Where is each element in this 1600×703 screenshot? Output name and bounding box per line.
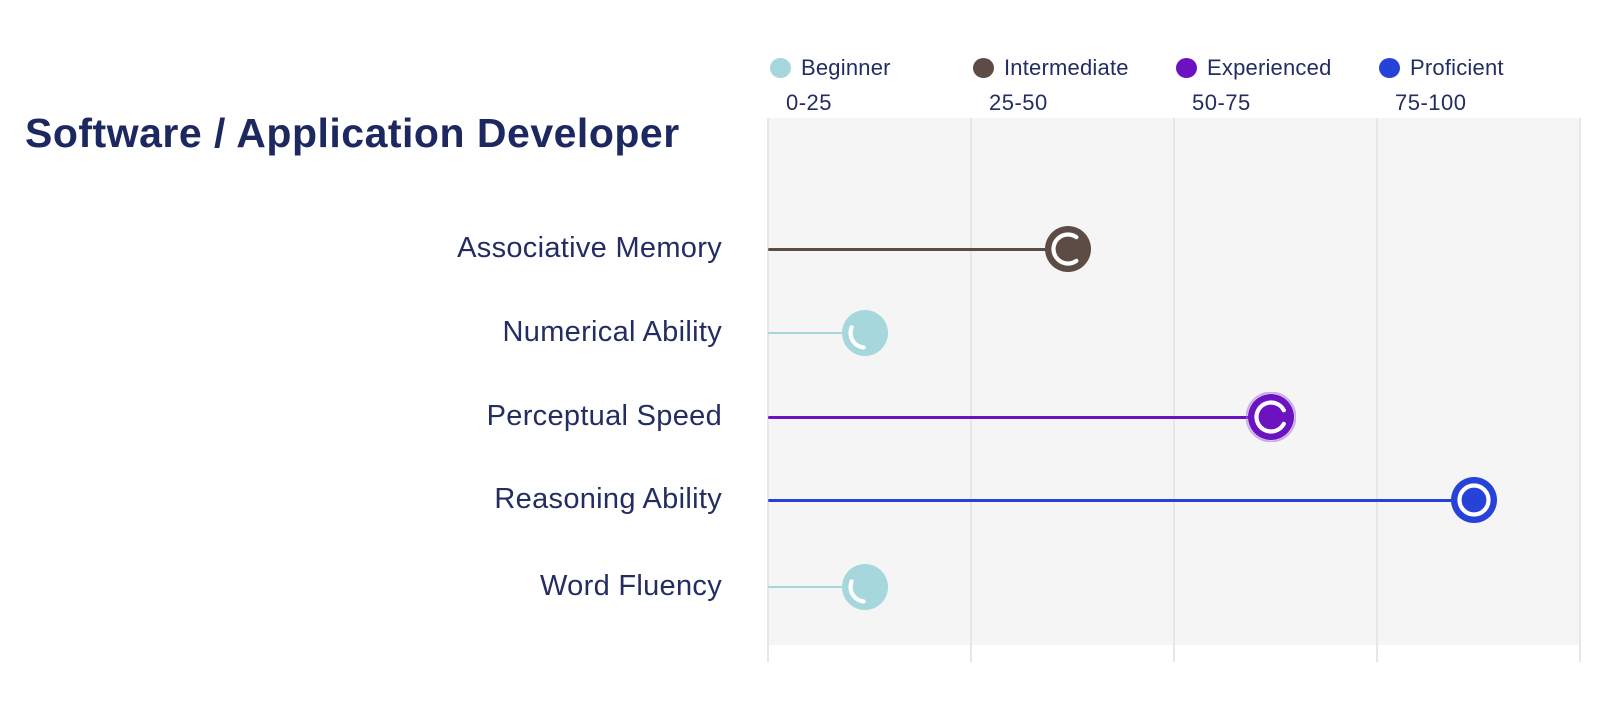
gridline: [1376, 118, 1378, 662]
legend-item-intermediate: Intermediate 25-50: [973, 55, 1129, 116]
legend-swatch-intermediate-icon: [973, 58, 994, 78]
row-label: Associative Memory: [457, 231, 722, 264]
gridline: [1173, 118, 1175, 662]
gridline: [970, 118, 972, 662]
legend-label: Beginner: [801, 55, 891, 80]
value-dot-intermediate-icon: [1045, 226, 1092, 272]
value-stem: [768, 247, 1069, 251]
gridline: [1579, 118, 1581, 662]
gridline: [767, 118, 769, 662]
page-title: Software / Application Developer: [25, 110, 680, 156]
value-stem: [768, 415, 1272, 419]
value-stem: [768, 498, 1475, 502]
legend-label: Proficient: [1410, 55, 1504, 80]
value-stem: [768, 332, 866, 334]
value-dot-beginner-icon: [842, 564, 889, 610]
legend-swatch-experienced-icon: [1176, 58, 1197, 78]
row-label: Reasoning Ability: [494, 482, 722, 515]
legend-range: 75-100: [1395, 90, 1467, 115]
legend-swatch-beginner-icon: [770, 58, 791, 78]
row-label: Numerical Ability: [502, 315, 722, 348]
legend-item-beginner: Beginner 0-25: [770, 55, 891, 116]
legend-swatch-proficient-icon: [1379, 58, 1400, 78]
value-dot-experienced-icon: [1246, 392, 1297, 442]
legend-range: 0-25: [786, 90, 833, 115]
legend-range: 25-50: [989, 90, 1048, 115]
legend-item-experienced: Experienced 50-75: [1176, 55, 1332, 116]
legend-item-proficient: Proficient 75-100: [1379, 55, 1504, 116]
value-dot-proficient-icon: [1451, 477, 1498, 523]
row-label: Word Fluency: [540, 569, 722, 602]
value-stem: [768, 586, 866, 588]
value-dot-beginner-icon: [842, 310, 889, 356]
legend-label: Experienced: [1207, 55, 1332, 80]
legend-range: 50-75: [1192, 90, 1251, 115]
row-label: Perceptual Speed: [486, 399, 722, 432]
legend-label: Intermediate: [1004, 55, 1129, 80]
